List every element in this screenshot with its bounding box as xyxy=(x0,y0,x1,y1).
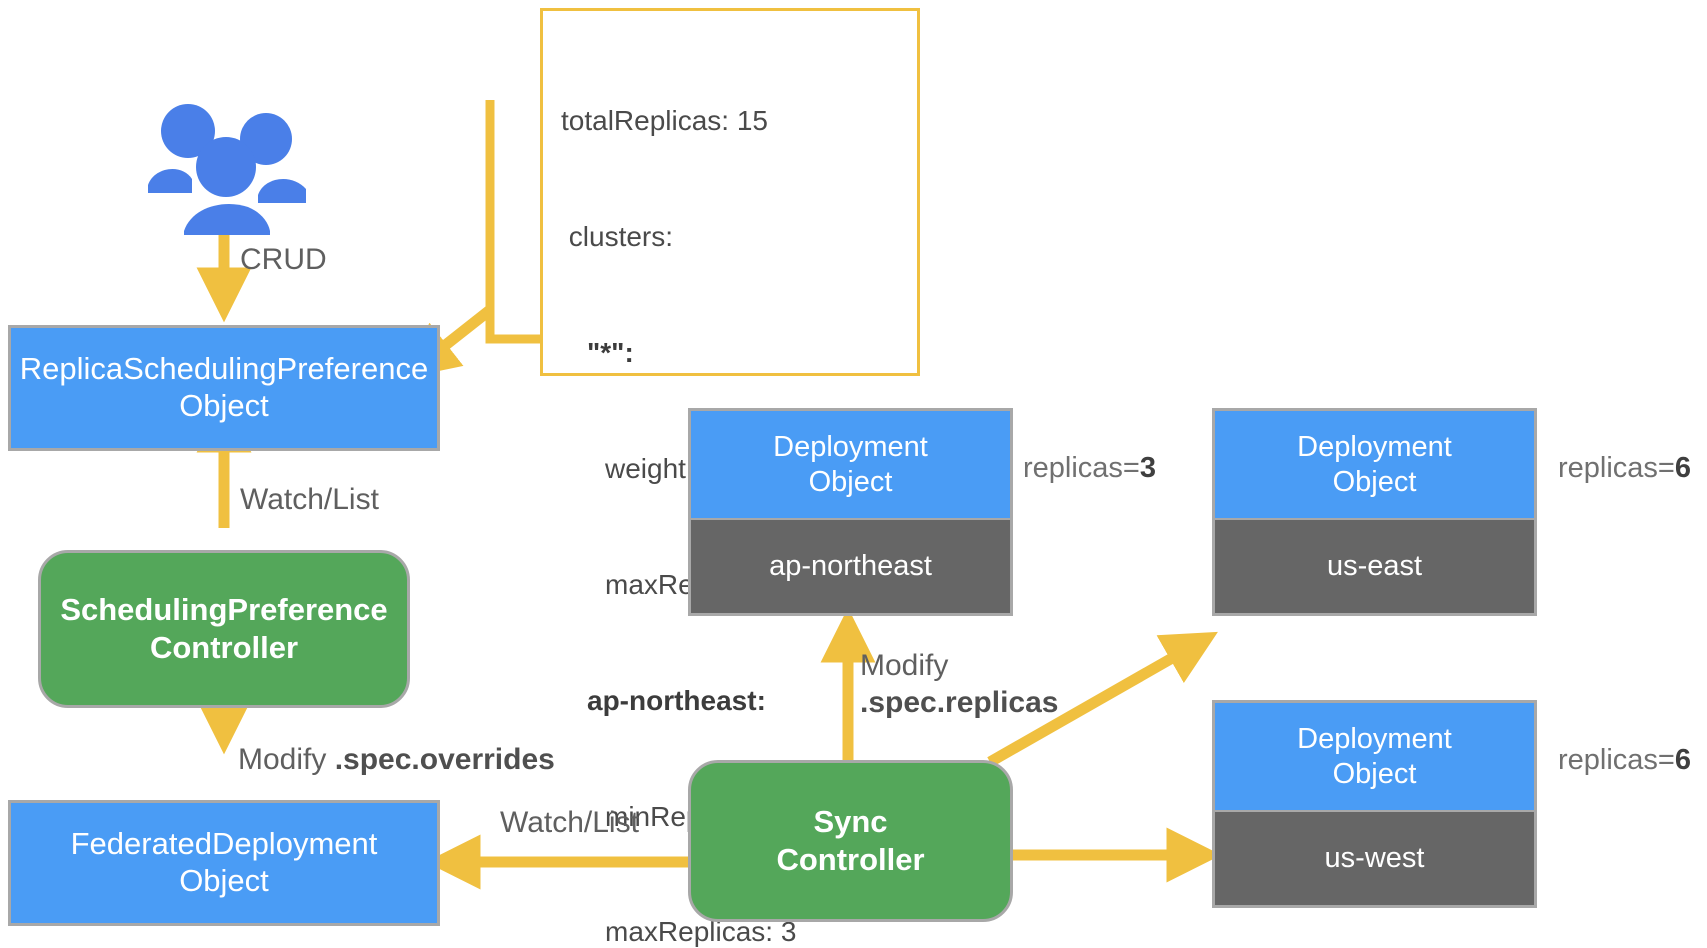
node-federated-deployment-object[interactable]: FederatedDeployment Object xyxy=(8,800,440,926)
replica-scheduling-spec-card: totalReplicas: 15 clusters: "*": weight:… xyxy=(540,8,920,947)
replicas-label-us-west-value: 6 xyxy=(1674,744,1692,776)
replicas-label-us-west-prefix: replicas= xyxy=(1558,744,1675,776)
node-deployment-ap-northeast[interactable]: Deployment Object ap-northeast xyxy=(688,408,1013,616)
replicas-label-us-west: replicas=6 xyxy=(1558,744,1691,777)
deployment-ap-northeast-line2: Object xyxy=(808,465,893,498)
deployment-us-east-line2: Object xyxy=(1332,465,1417,498)
node-replica-scheduling-preference-object[interactable]: ReplicaSchedulingPreference Object xyxy=(8,325,440,451)
replicas-label-ap-northeast: replicas=3 xyxy=(1023,452,1156,485)
edge-label-modify-replicas: Modify .spec.replicas xyxy=(860,648,1058,721)
edge-label-watch-list-bottom: Watch/List xyxy=(500,805,639,842)
edge-label-crud-text: CRUD xyxy=(240,243,327,276)
scheduling-controller-line1: SchedulingPreference xyxy=(60,592,388,628)
spec-line-total-replicas: totalReplicas: 15 xyxy=(561,105,769,137)
node-sync-controller[interactable]: Sync Controller xyxy=(688,760,1013,922)
node-deployment-us-west[interactable]: Deployment Object us-west xyxy=(1212,700,1537,908)
arrow-spec-elbow xyxy=(485,100,540,344)
spec-line-wildcard-key: "*": xyxy=(587,337,634,368)
users-group-icon xyxy=(148,104,306,235)
replicas-label-us-east-value: 6 xyxy=(1674,452,1692,484)
deployment-ap-northeast-cluster: ap-northeast xyxy=(691,518,1010,613)
sync-controller-line2: Controller xyxy=(776,842,925,877)
deployment-us-west-cluster: us-west xyxy=(1215,810,1534,905)
scheduling-controller-line2: Controller xyxy=(149,630,299,665)
sync-controller-line1: Sync xyxy=(813,804,888,840)
deployment-us-west-line1: Deployment xyxy=(1297,722,1452,755)
deployment-us-west-header: Deployment Object xyxy=(1215,703,1534,811)
deployment-us-east-cluster: us-east xyxy=(1215,518,1534,613)
replicas-label-ap-northeast-prefix: replicas= xyxy=(1023,452,1140,484)
replicas-label-ap-northeast-value: 3 xyxy=(1139,452,1157,484)
node-scheduling-preference-controller[interactable]: SchedulingPreference Controller xyxy=(38,550,410,708)
edge-label-modify-overrides-prefix: Modify xyxy=(238,743,335,776)
rsp-object-line1: ReplicaSchedulingPreference xyxy=(19,351,429,387)
deployment-us-west-line2: Object xyxy=(1332,757,1417,790)
node-deployment-us-east[interactable]: Deployment Object us-east xyxy=(1212,408,1537,616)
edge-label-watch-list-top-text: Watch/List xyxy=(240,483,379,516)
deployment-us-east-header: Deployment Object xyxy=(1215,411,1534,519)
edge-label-modify-overrides: Modify .spec.overrides xyxy=(238,742,555,779)
rsp-object-line2: Object xyxy=(179,388,269,423)
edge-label-watch-list-top: Watch/List xyxy=(240,482,379,519)
edge-label-modify-overrides-path: .spec.overrides xyxy=(334,743,555,776)
edge-label-crud: CRUD xyxy=(240,242,327,279)
replicas-label-us-east: replicas=6 xyxy=(1558,452,1691,485)
deployment-ap-northeast-header: Deployment Object xyxy=(691,411,1010,519)
spec-line-clusters: clusters: xyxy=(561,221,674,253)
replicas-label-us-east-prefix: replicas= xyxy=(1558,452,1675,484)
fed-deployment-line2: Object xyxy=(179,863,269,898)
fed-deployment-line1: FederatedDeployment xyxy=(70,826,378,862)
deployment-ap-northeast-line1: Deployment xyxy=(773,430,928,463)
spec-line-ap-northeast-key: ap-northeast: xyxy=(587,684,766,716)
edge-label-modify-replicas-path: .spec.replicas xyxy=(860,685,1059,719)
deployment-us-east-line1: Deployment xyxy=(1297,430,1452,463)
edge-label-watch-list-bottom-text: Watch/List xyxy=(500,806,639,839)
edge-label-modify-replicas-prefix: Modify xyxy=(860,649,949,682)
